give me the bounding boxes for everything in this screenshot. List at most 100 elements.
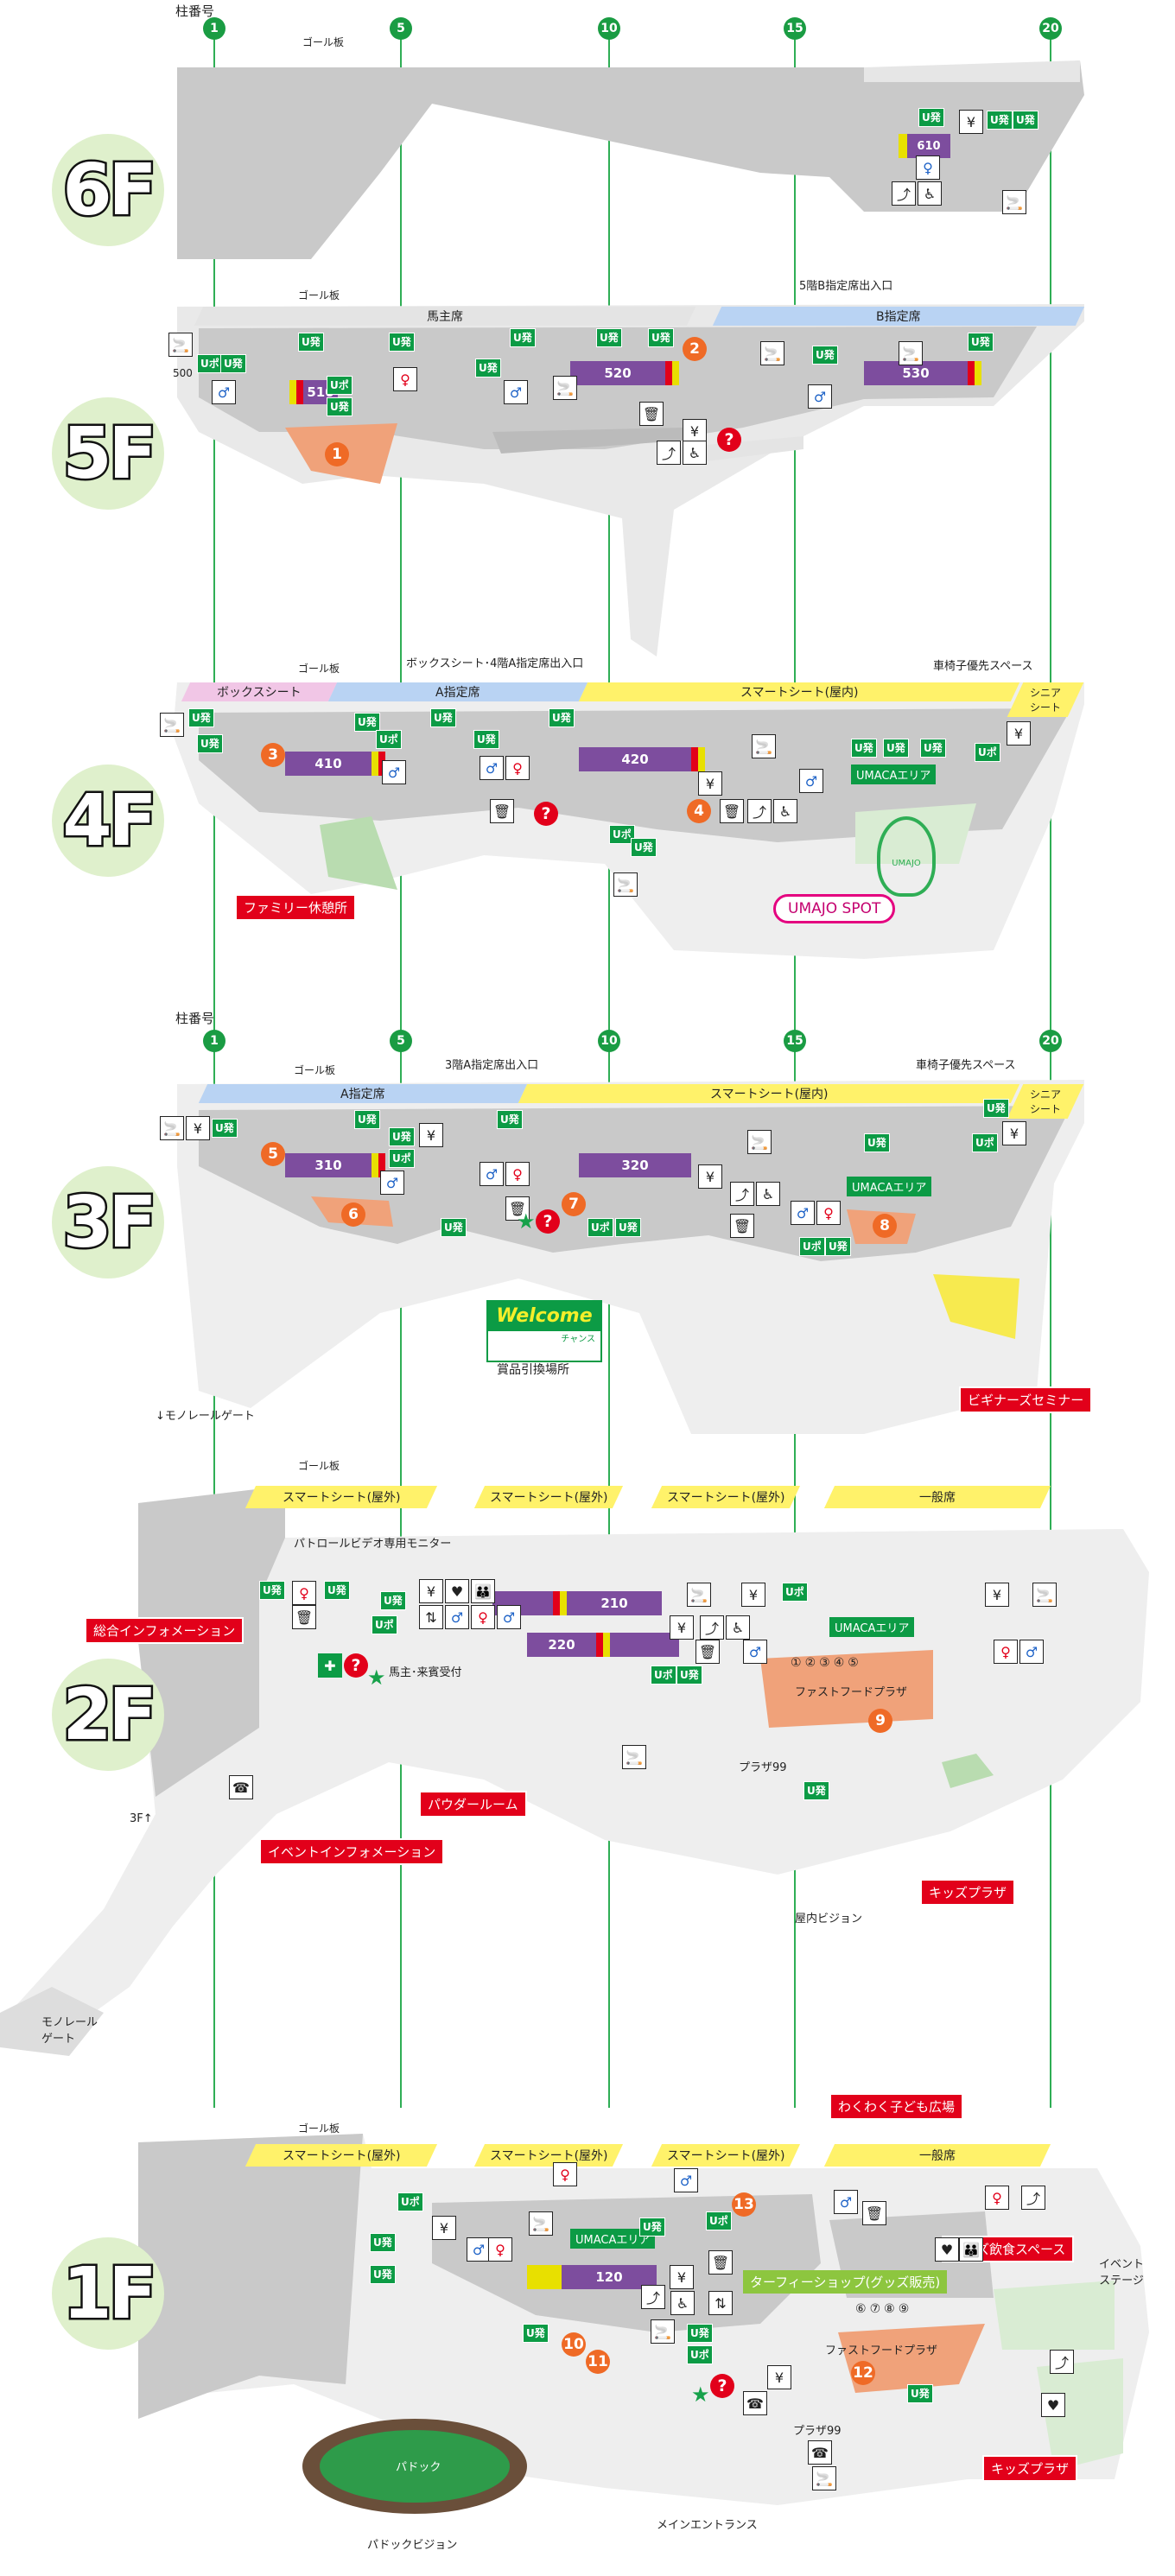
nursing-icon: ♥ <box>445 1579 469 1603</box>
restroom-icon: ♂ <box>497 1605 521 1629</box>
u-hatsu-5f-1[interactable]: U発 <box>298 333 324 352</box>
u-hatsu-4f-2[interactable]: U発 <box>197 734 223 753</box>
u-hatsu-4f-10[interactable]: U発 <box>631 838 657 857</box>
u-hatsu-6f-2[interactable]: U発 <box>987 111 1013 130</box>
u-hatsu-1f-1[interactable]: U発 <box>370 2233 396 2252</box>
welcome-logo[interactable]: Welcome チャンス <box>486 1300 602 1362</box>
number-2[interactable]: 2 <box>683 337 707 361</box>
u-po-4f-3[interactable]: Uポ <box>609 825 635 844</box>
u-hatsu-6f-1[interactable]: U発 <box>918 108 944 127</box>
u-hatsu-3f-8[interactable]: U発 <box>983 1099 1009 1118</box>
u-po-4f-2[interactable]: Uポ <box>975 743 1000 762</box>
u-hatsu-4f-3[interactable]: U発 <box>354 713 380 732</box>
u-hatsu-5f-9[interactable]: U発 <box>812 346 838 365</box>
number-8[interactable]: 8 <box>873 1214 897 1238</box>
u-hatsu-5f-8[interactable]: U発 <box>648 328 674 347</box>
number-5[interactable]: 5 <box>261 1142 285 1166</box>
trash-icon: 🗑 <box>292 1605 316 1629</box>
u-po-4f-1[interactable]: Uポ <box>376 730 402 749</box>
u-hatsu-4f-5[interactable]: U発 <box>473 730 499 749</box>
floor-badge-5f: 5F <box>52 397 164 510</box>
u-hatsu-1f-2[interactable]: U発 <box>370 2265 396 2284</box>
u-hatsu-4f-7[interactable]: U発 <box>851 739 877 758</box>
u-hatsu-1f-5[interactable]: U発 <box>687 2324 713 2343</box>
u-po-3f-4[interactable]: Uポ <box>799 1237 825 1256</box>
u-hatsu-6f-3[interactable]: U発 <box>1013 111 1038 130</box>
pillar-number-5: 5 <box>390 17 412 40</box>
u-hatsu-2f-5[interactable]: U発 <box>803 1781 829 1800</box>
u-po-1f-3[interactable]: Uポ <box>687 2345 713 2364</box>
stairs-icon: ⤴ <box>1021 2186 1045 2210</box>
u-hatsu-3f-7[interactable]: U発 <box>864 1133 890 1152</box>
pillar-number-20-3f: 20 <box>1039 1030 1062 1052</box>
u-hatsu-2f-1[interactable]: U発 <box>259 1581 285 1600</box>
kids-plaza-2f-label[interactable]: キッズプラザ <box>920 1879 1016 1906</box>
family-rest-label[interactable]: ファミリー休憩所 <box>235 894 357 921</box>
question-icon[interactable]: ? <box>344 1653 368 1678</box>
u-hatsu-4f-4[interactable]: U発 <box>430 708 456 727</box>
u-po-3f-3[interactable]: Uポ <box>972 1133 998 1152</box>
u-hatsu-4f-6[interactable]: U発 <box>549 708 575 727</box>
floor-badge-1f: 1F <box>52 2237 164 2350</box>
number-10[interactable]: 10 <box>562 2332 586 2357</box>
u-hatsu-4f-8[interactable]: U発 <box>883 739 909 758</box>
u-hatsu-5f-6[interactable]: U発 <box>510 328 536 347</box>
u-po-2f-3[interactable]: Uポ <box>651 1666 676 1685</box>
number-12[interactable]: 12 <box>851 2361 875 2385</box>
u-hatsu-3f-2[interactable]: U発 <box>354 1110 380 1129</box>
u-po-2f-1[interactable]: Uポ <box>372 1615 397 1634</box>
u-hatsu-3f-3[interactable]: U発 <box>389 1127 415 1146</box>
pillar-number-20: 20 <box>1039 17 1062 40</box>
u-hatsu-5f-7[interactable]: U発 <box>596 328 622 347</box>
question-icon[interactable]: ? <box>534 802 558 826</box>
u-hatsu-4f-1[interactable]: U発 <box>188 708 214 727</box>
u-hatsu-2f-2[interactable]: U発 <box>324 1581 350 1600</box>
phone-icon: ☎ <box>808 2440 832 2465</box>
number-9[interactable]: 9 <box>868 1709 892 1733</box>
u-hatsu-3f-4[interactable]: U発 <box>497 1110 523 1129</box>
u-hatsu-4f-9[interactable]: U発 <box>920 739 946 758</box>
u-po-1f-2[interactable]: Uポ <box>706 2211 732 2230</box>
question-icon[interactable]: ? <box>536 1209 560 1234</box>
number-3[interactable]: 3 <box>261 743 285 767</box>
umajo-spot-label[interactable]: UMAJO SPOT <box>773 894 896 923</box>
number-4[interactable]: 4 <box>687 799 711 823</box>
u-hatsu-5f-10[interactable]: U発 <box>968 333 994 352</box>
kids-square-label[interactable]: わくわく子ども広場 <box>829 2093 964 2120</box>
u-hatsu-5f-5[interactable]: U発 <box>475 358 501 378</box>
u-po-5f-2[interactable]: Uポ <box>327 376 352 395</box>
kids-plaza-1f-label[interactable]: キッズプラザ <box>982 2455 1078 2482</box>
atm-icon: ¥ <box>698 771 722 796</box>
u-hatsu-5f-3[interactable]: U発 <box>220 354 246 373</box>
number-11[interactable]: 11 <box>586 2350 610 2374</box>
u-hatsu-3f-9[interactable]: U発 <box>825 1237 851 1256</box>
number-6[interactable]: 6 <box>341 1202 365 1227</box>
number-13[interactable]: 13 <box>732 2192 756 2217</box>
u-hatsu-5f-2[interactable]: U発 <box>389 333 415 352</box>
event-information-label[interactable]: イベントインフォメーション <box>259 1838 445 1865</box>
turfy-shop-label[interactable]: ターフィーショップ(グッズ販売) <box>743 2270 948 2294</box>
u-po-2f-2[interactable]: Uポ <box>782 1583 808 1602</box>
powder-room-label[interactable]: パウダールーム <box>419 1791 527 1818</box>
number-7[interactable]: 7 <box>562 1192 586 1216</box>
u-hatsu-1f-4[interactable]: U発 <box>639 2218 665 2237</box>
u-hatsu-1f-6[interactable]: U発 <box>907 2384 933 2403</box>
u-po-5f-1[interactable]: Uポ <box>197 354 223 373</box>
u-po-1f-1[interactable]: Uポ <box>397 2192 423 2211</box>
u-hatsu-1f-3[interactable]: U発 <box>523 2324 549 2343</box>
u-hatsu-2f-3[interactable]: U発 <box>380 1591 406 1610</box>
restroom-icon: ♂ <box>445 1605 469 1629</box>
u-po-3f-2[interactable]: Uポ <box>588 1218 613 1237</box>
u-hatsu-3f-1[interactable]: U発 <box>212 1119 238 1138</box>
number-1[interactable]: 1 <box>325 442 349 466</box>
question-icon[interactable]: ? <box>710 2374 734 2398</box>
u-po-3f-1[interactable]: Uポ <box>389 1149 415 1168</box>
general-information-label[interactable]: 総合インフォメーション <box>85 1617 245 1644</box>
beginners-seminar-label[interactable]: ビギナーズセミナー <box>959 1386 1093 1413</box>
question-icon[interactable]: ? <box>717 428 741 452</box>
u-hatsu-3f-5[interactable]: U発 <box>441 1218 467 1237</box>
pillar-number-10: 10 <box>598 17 620 40</box>
u-hatsu-3f-6[interactable]: U発 <box>615 1218 641 1237</box>
u-hatsu-2f-4[interactable]: U発 <box>676 1666 702 1685</box>
u-hatsu-5f-4[interactable]: U発 <box>327 397 352 416</box>
